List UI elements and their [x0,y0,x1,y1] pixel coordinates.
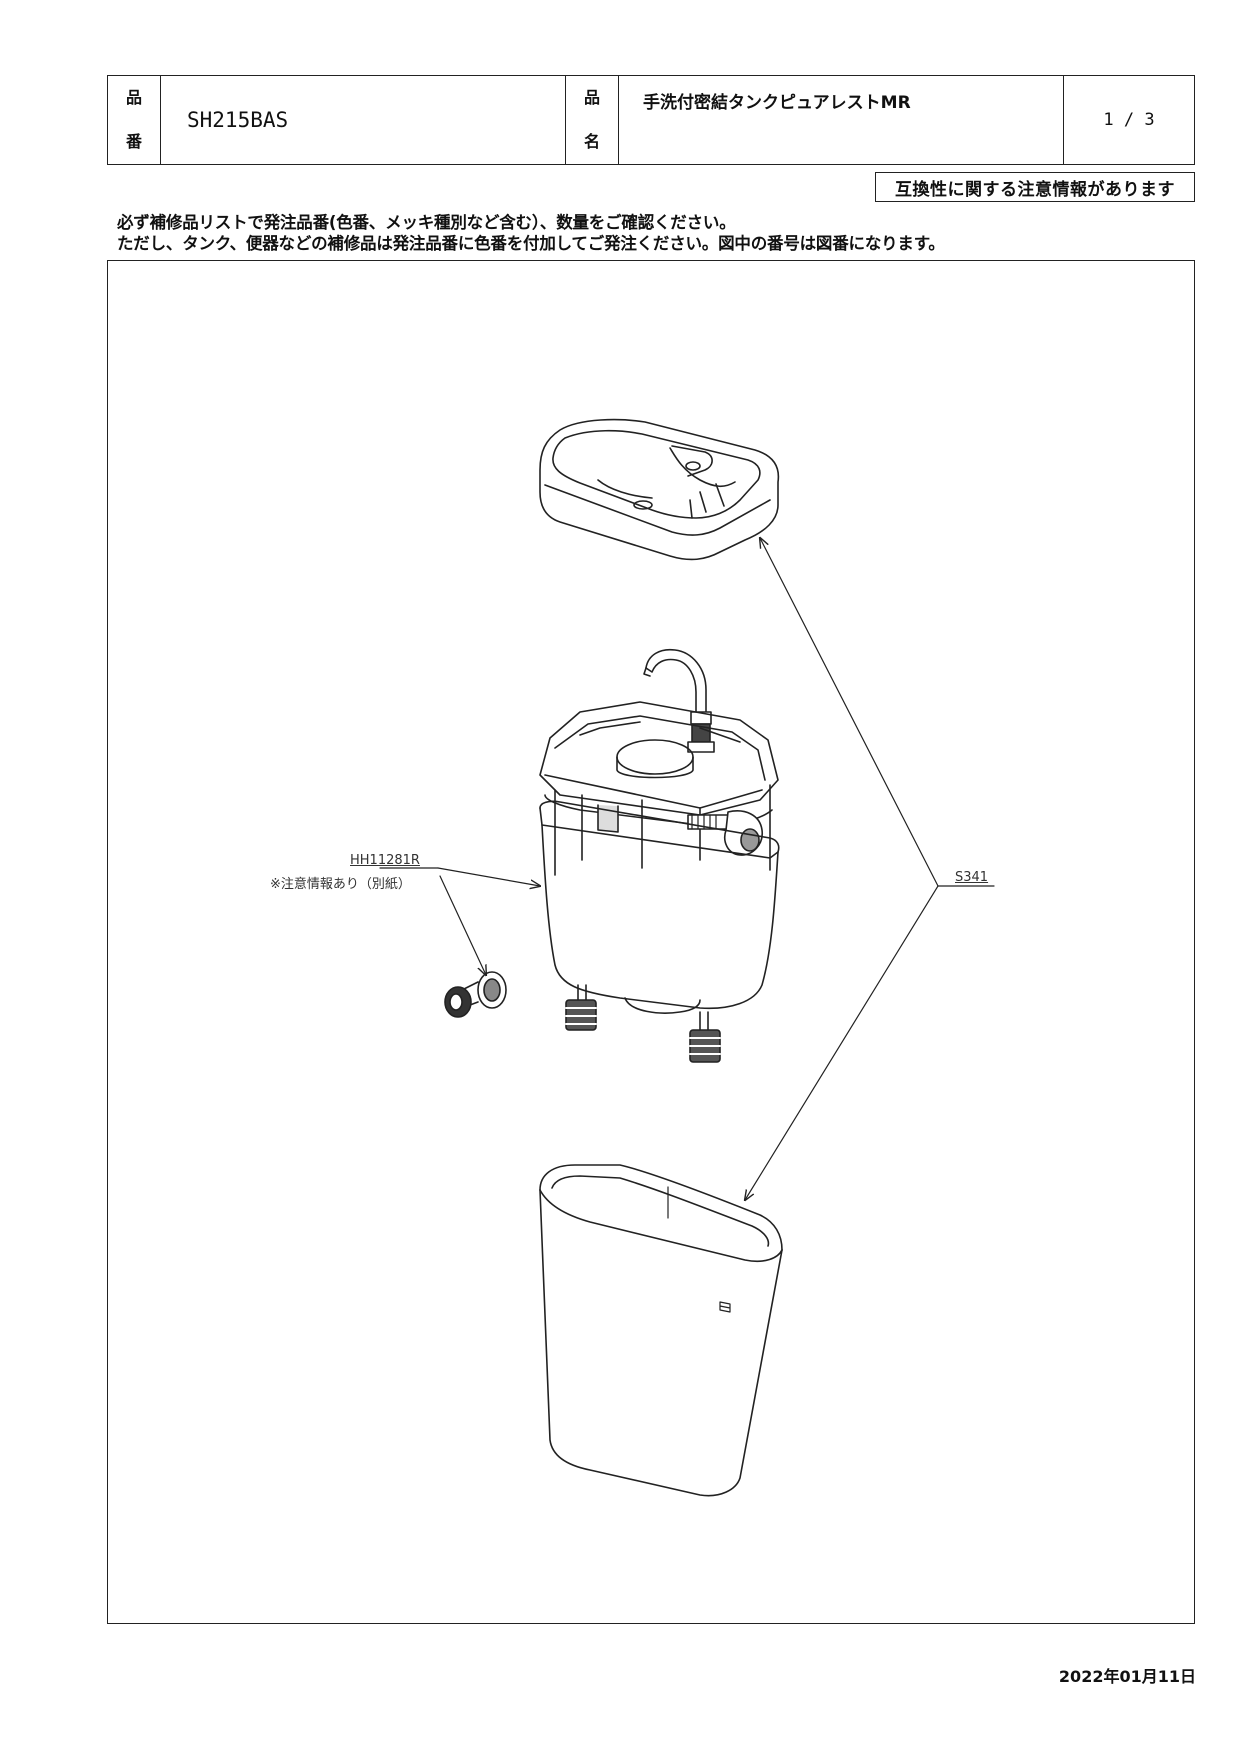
basin-lid-drawing [539,418,780,561]
leader-lines [379,538,995,1200]
part-number-hh11281r: HH11281R [350,853,420,868]
bolts-drawing [565,984,721,1063]
product-code-label: 品 番 [107,75,161,165]
part-number-s341: S341 [955,870,989,885]
issue-date: 2022年01月11日 [1058,1667,1196,1686]
part-note: ※注意情報あり（別紙） [270,877,411,892]
product-name: 手洗付密結タンクピュアレストMR [618,75,1064,165]
product-code: SH215BAS [160,75,566,165]
tank-body-drawing [539,800,780,1014]
inner-tank-drawing [539,701,779,876]
stop-valve-drawing [444,971,507,1018]
header-table: 品 番 SH215BAS 品 名 手洗付密結タンクピュアレストMR 1 / 3 [107,75,1195,165]
faucet-drawing [643,648,715,753]
page-number: 1 / 3 [1063,75,1195,165]
product-name-label: 品 名 [565,75,619,165]
instruction-line-2: ただし、タンク、便器などの補修品は発注品番に色番を付加してご発注ください。図中の… [117,234,945,253]
drawing-frame [107,260,1195,1624]
instruction-line-1: 必ず補修品リストで発注品番(色番、メッキ種別など含む）、数量をご確認ください。 [117,213,736,232]
compatibility-notice: 互換性に関する注意情報があります [875,172,1195,202]
tank-cover-drawing [539,1164,783,1497]
